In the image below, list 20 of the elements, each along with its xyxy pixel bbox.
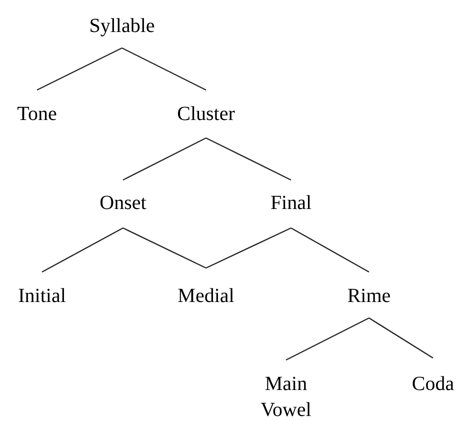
node-label: Final — [270, 191, 312, 216]
node-label: Onset — [100, 191, 146, 216]
tree-branch-line — [36, 47, 122, 91]
node-label: Rime — [347, 284, 391, 309]
tree-branch-line — [286, 317, 370, 361]
tree-branch-line — [206, 137, 292, 181]
tree-branch-line — [122, 47, 206, 91]
node-label: Cluster — [177, 102, 235, 127]
node-label: Tone — [17, 102, 57, 127]
tree-branch-line — [122, 227, 206, 269]
node-label: Main Vowel — [260, 372, 312, 421]
tree-branch-line — [42, 227, 124, 273]
tree-branch-line — [290, 227, 370, 273]
tree-branch-line — [206, 227, 292, 269]
tree-branch-line — [122, 137, 206, 181]
tree-branch-line — [368, 318, 434, 358]
node-label: Medial — [178, 284, 234, 309]
node-label: Coda — [412, 372, 454, 397]
node-label: Syllable — [89, 14, 155, 39]
node-label: Initial — [18, 284, 66, 309]
